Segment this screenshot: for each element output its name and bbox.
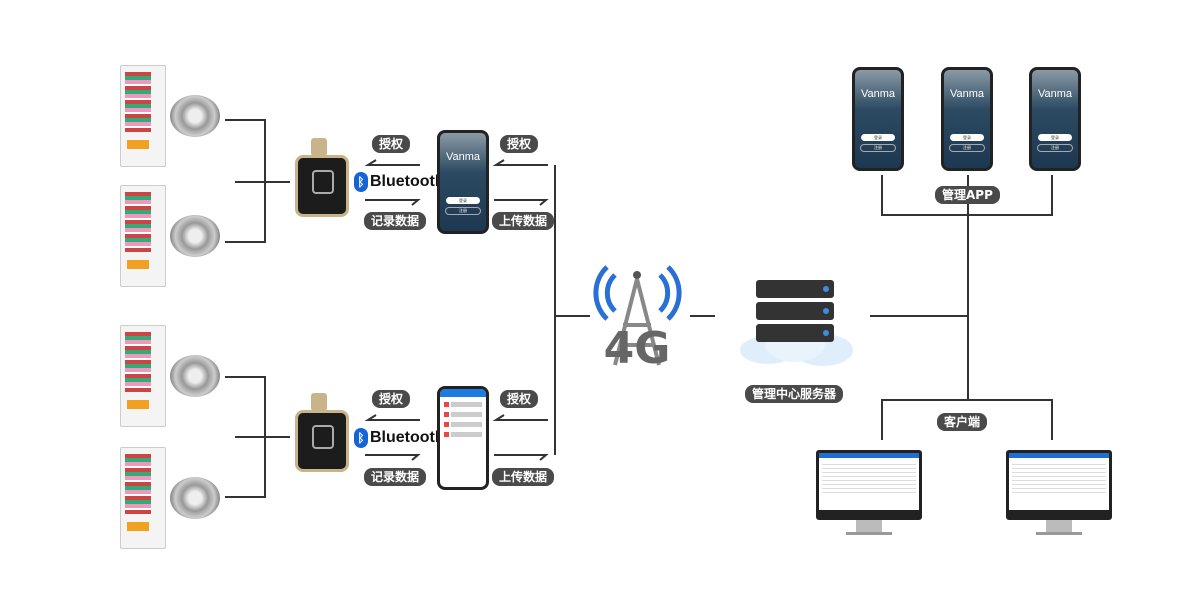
4g-tower-icon: 4G bbox=[593, 265, 682, 374]
authorize-label: 授权 bbox=[500, 390, 539, 408]
register-button: 注册 bbox=[1037, 144, 1073, 152]
cam-lock bbox=[170, 215, 220, 257]
desktop-monitor bbox=[816, 450, 922, 535]
authorize-label: 授权 bbox=[372, 390, 411, 408]
bluetooth-icon: ᛒ bbox=[354, 172, 368, 192]
upload-data-label: 上传数据 bbox=[492, 212, 555, 230]
smart-key-fob bbox=[295, 138, 349, 217]
desktop-monitor bbox=[1006, 450, 1112, 535]
mobile-phone-list bbox=[437, 386, 489, 490]
bluetooth-text: Bluetooth bbox=[370, 173, 445, 190]
cam-lock bbox=[170, 477, 220, 519]
app-brand: Vanma bbox=[860, 88, 896, 100]
cam-lock bbox=[170, 355, 220, 397]
app-brand: Vanma bbox=[949, 88, 985, 100]
record-data-label: 记录数据 bbox=[364, 212, 427, 230]
vending-machine bbox=[120, 65, 166, 167]
vending-machine bbox=[120, 185, 166, 287]
authorize-label: 授权 bbox=[372, 135, 411, 153]
login-button: 登录 bbox=[446, 197, 480, 204]
server-icon bbox=[740, 280, 853, 366]
vending-machine bbox=[120, 447, 166, 549]
cam-lock bbox=[170, 95, 220, 137]
register-button: 注册 bbox=[445, 207, 481, 215]
login-button: 登录 bbox=[950, 134, 984, 141]
mgmt-app-label: 管理APP bbox=[935, 186, 1000, 204]
mobile-phone: Vanma 登录注册 bbox=[852, 67, 904, 171]
mobile-phone: Vanma 登录注册 bbox=[1029, 67, 1081, 171]
bluetooth-icon: ᛒ bbox=[354, 428, 368, 448]
4g-text: 4G bbox=[604, 323, 671, 374]
app-brand: Vanma bbox=[445, 151, 481, 163]
mobile-phone: Vanma 登录 注册 bbox=[437, 130, 489, 234]
mobile-phone: Vanma 登录注册 bbox=[941, 67, 993, 171]
client-label: 客户端 bbox=[937, 413, 988, 431]
upload-data-label: 上传数据 bbox=[492, 468, 555, 486]
smart-key-fob bbox=[295, 393, 349, 472]
server-label: 管理中心服务器 bbox=[745, 385, 844, 403]
bluetooth-text: Bluetooth bbox=[370, 429, 445, 446]
vending-machine bbox=[120, 325, 166, 427]
login-button: 登录 bbox=[1038, 134, 1072, 141]
record-data-label: 记录数据 bbox=[364, 468, 427, 486]
register-button: 注册 bbox=[860, 144, 896, 152]
authorize-label: 授权 bbox=[500, 135, 539, 153]
app-brand: Vanma bbox=[1037, 88, 1073, 100]
login-button: 登录 bbox=[861, 134, 895, 141]
register-button: 注册 bbox=[949, 144, 985, 152]
